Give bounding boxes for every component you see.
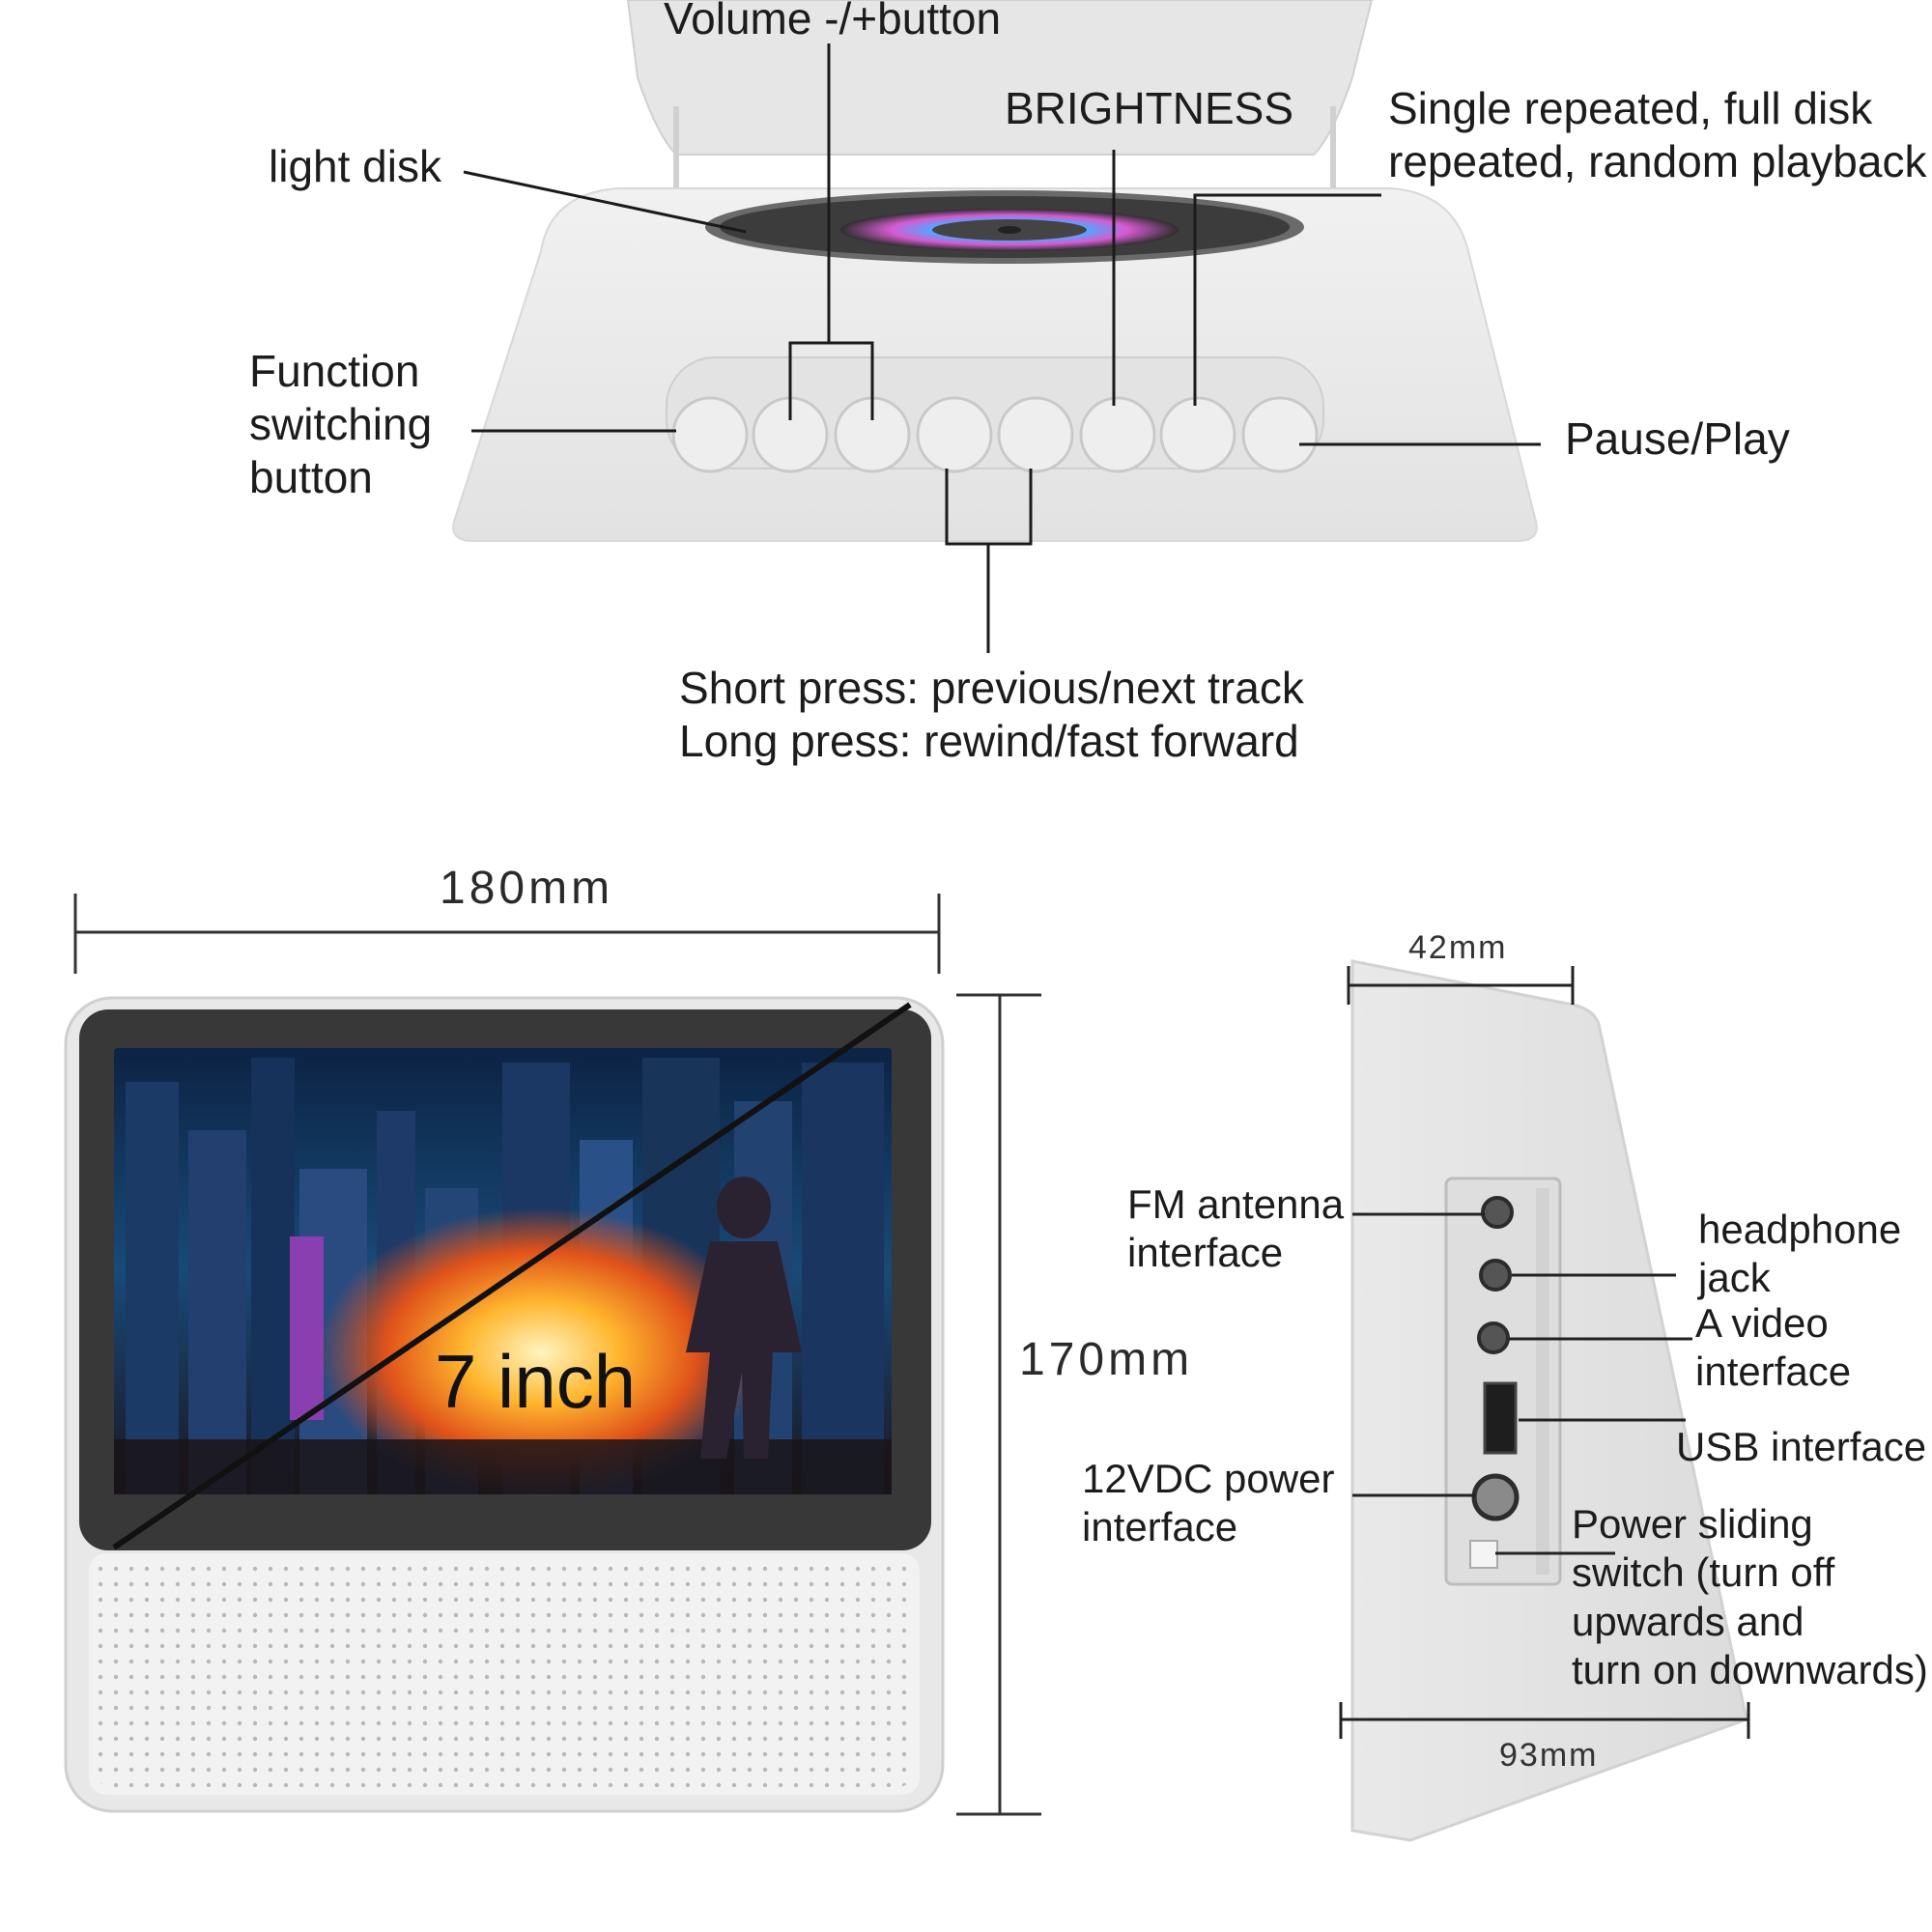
label-power-switch: Power sliding switch (turn off upwards a… (1572, 1501, 1928, 1693)
top-view-device (452, 0, 1538, 542)
label-dc-power: 12VDC power interface (1082, 1456, 1335, 1550)
label-av-interface: A video interface (1695, 1300, 1852, 1395)
front-height-dimension: 170mm (1019, 1334, 1194, 1385)
front-view-device (64, 996, 945, 1813)
label-volume-button: Volume -/+button (664, 0, 1002, 43)
label-usb-interface: USB interface (1676, 1424, 1927, 1469)
screen-image (114, 1048, 892, 1497)
front-width-dimension: 180mm (440, 863, 614, 914)
label-light-disk: light disk (269, 141, 441, 191)
ports (1469, 1188, 1549, 1575)
label-headphone-jack: headphone jack (1698, 1207, 1902, 1301)
side-bottom-depth-dimension: 93mm (1499, 1737, 1599, 1774)
label-track-control: Short press: previous/next track Long pr… (679, 663, 1304, 767)
top-view-leaders (463, 43, 1541, 653)
side-view-device (1350, 959, 1748, 1842)
label-pause-play: Pause/Play (1565, 413, 1790, 464)
front-dimensions (73, 894, 1041, 1816)
side-top-depth-dimension: 42mm (1408, 929, 1508, 966)
label-brightness: BRIGHTNESS (1005, 83, 1294, 133)
label-function-switching-button: Function switching button (249, 346, 433, 503)
screen-size-label: 7 inch (435, 1339, 637, 1424)
control-buttons (671, 396, 1319, 473)
label-repeat-modes: Single repeated, full disk repeated, ran… (1388, 83, 1927, 187)
label-fm-antenna: FM antenna interface (1127, 1181, 1345, 1276)
side-leaders (1339, 966, 1750, 1739)
